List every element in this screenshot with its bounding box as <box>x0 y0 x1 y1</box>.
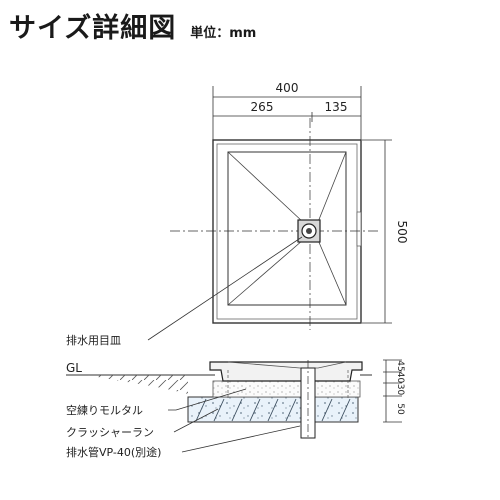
label-drain-pipe: 排水管VP-40(別途) <box>66 445 161 459</box>
dim-section-30: 30 <box>395 384 405 396</box>
plan-view <box>170 118 378 330</box>
label-ground-level: GL <box>66 361 82 375</box>
label-dry-mortar: 空練りモルタル <box>66 403 143 417</box>
dim-width-right: 135 <box>325 100 348 114</box>
header: サイズ詳細図 単位：mm <box>9 6 256 46</box>
label-crusher-run: クラッシャーラン <box>66 426 154 439</box>
unit-label: 単位：mm <box>190 26 257 41</box>
side-notch <box>356 211 362 247</box>
earth-slope-left <box>88 375 188 394</box>
dim-section-50: 50 <box>395 403 405 415</box>
slope-lines <box>227 151 347 306</box>
dim-section-40: 40 <box>395 372 405 384</box>
basin-inner <box>227 151 347 306</box>
leader-drain-basin <box>147 236 303 341</box>
page-title: サイズ詳細図 <box>9 13 177 44</box>
basin-section <box>209 361 363 382</box>
dim-section-45: 45 <box>395 360 405 371</box>
section-leaders <box>168 388 301 453</box>
dim-depth-total: 500 <box>395 221 409 244</box>
center-line <box>170 118 378 330</box>
label-drain-basin: 排水用目皿 <box>66 333 121 347</box>
dim-width-total: 400 <box>276 81 299 95</box>
section-dimensions <box>383 359 402 423</box>
dim-width-left: 265 <box>251 100 274 114</box>
depth-dimension <box>362 139 392 324</box>
mortar-layer <box>212 380 361 398</box>
section-view <box>66 360 372 440</box>
crusher-run-hatch <box>195 398 351 422</box>
width-dimension <box>212 86 362 140</box>
drain-grate-icon <box>297 219 321 243</box>
